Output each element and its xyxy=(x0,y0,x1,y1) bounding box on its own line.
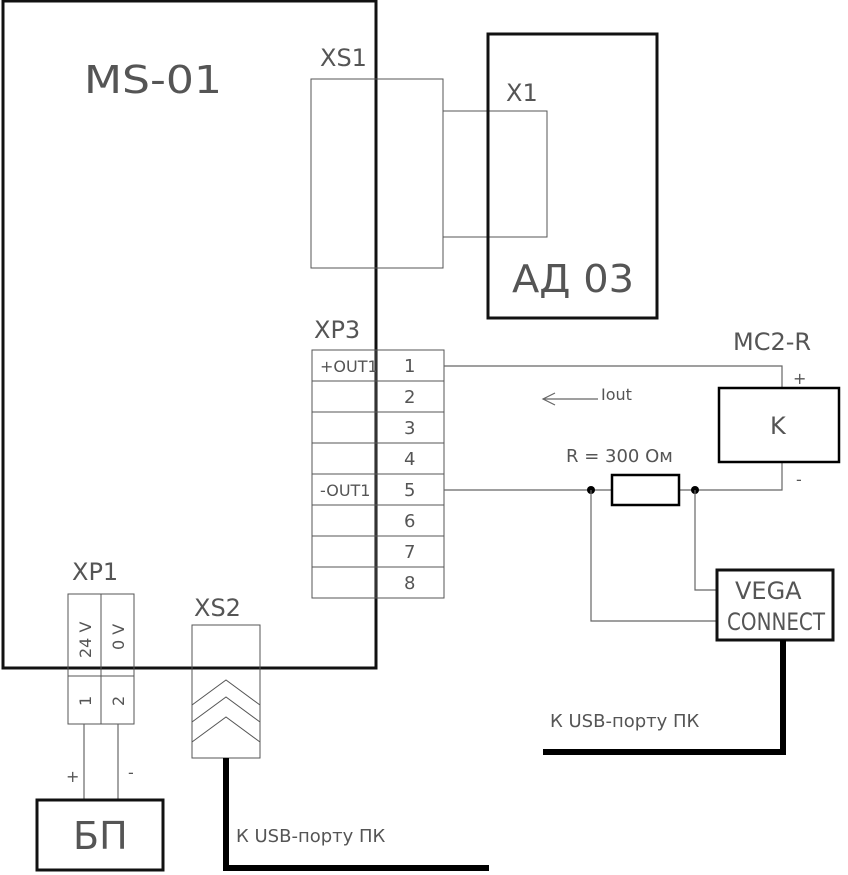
xs1-label: XS1 xyxy=(320,44,367,72)
iout-arrow xyxy=(541,392,598,406)
wire-resistor-to-k xyxy=(679,462,783,491)
x1-plug xyxy=(442,110,548,238)
wire-to-vega-low xyxy=(590,490,717,622)
vega-usb-label: К USB-порту ПК xyxy=(550,711,700,732)
vega-connect-box xyxy=(715,568,835,642)
vega-line1: VEGA xyxy=(735,577,802,605)
xp3-pin-2: 2 xyxy=(404,387,415,408)
wire-plus-out xyxy=(444,365,783,388)
k-label: K xyxy=(770,412,787,440)
xs2-label: XS2 xyxy=(194,594,241,622)
ms01-label: MS-01 xyxy=(84,58,222,102)
xp3-pin-8: 8 xyxy=(404,573,415,594)
xp3-pin-1: 1 xyxy=(404,356,415,377)
xp3-pin-3: 3 xyxy=(404,418,415,439)
ms01-box xyxy=(1,0,378,670)
ad03-box xyxy=(486,32,659,320)
psu-plus-sign: + xyxy=(66,767,79,786)
k-minus-sign: - xyxy=(796,470,802,489)
psu-box xyxy=(35,798,165,872)
psu-minus-sign: - xyxy=(128,763,134,782)
xp3-pin1-signal: +OUT1 xyxy=(320,357,378,376)
xs2-connector xyxy=(191,624,261,759)
xp3-pin-4: 4 xyxy=(404,449,415,470)
ad03-label: АД 03 xyxy=(512,257,634,301)
k-plus-sign: + xyxy=(793,369,806,388)
xp1-label: XP1 xyxy=(72,558,118,586)
xp3-pin-5: 5 xyxy=(404,480,415,501)
resistor xyxy=(610,473,681,507)
mc2r-label: MC2-R xyxy=(733,328,811,356)
iout-label: Iout xyxy=(601,385,632,404)
vega-usb-cable xyxy=(543,640,786,755)
xs2-usb-label: К USB-порту ПК xyxy=(236,826,386,847)
xp1-connector xyxy=(67,593,135,725)
resistor-label: R = 300 Ом xyxy=(566,446,673,467)
xs2-usb-cable xyxy=(223,758,489,871)
xp1-24v: 24 V xyxy=(76,622,95,658)
psu-label: БП xyxy=(73,814,128,858)
x1-label: X1 xyxy=(506,79,538,107)
wire-to-vega-high xyxy=(694,490,717,591)
vega-line2: CONNECT xyxy=(727,608,825,636)
xp1-pin2: 2 xyxy=(109,696,128,706)
xp3-terminal-block xyxy=(311,349,445,599)
xp3-pin5-signal: -OUT1 xyxy=(320,481,370,500)
xp3-label: XP3 xyxy=(314,316,360,344)
xp1-0v: 0 V xyxy=(109,624,128,650)
xp3-pin-7: 7 xyxy=(404,542,415,563)
k-box xyxy=(717,386,841,464)
xp3-pin-6: 6 xyxy=(404,511,415,532)
xp1-pin1: 1 xyxy=(76,696,95,706)
